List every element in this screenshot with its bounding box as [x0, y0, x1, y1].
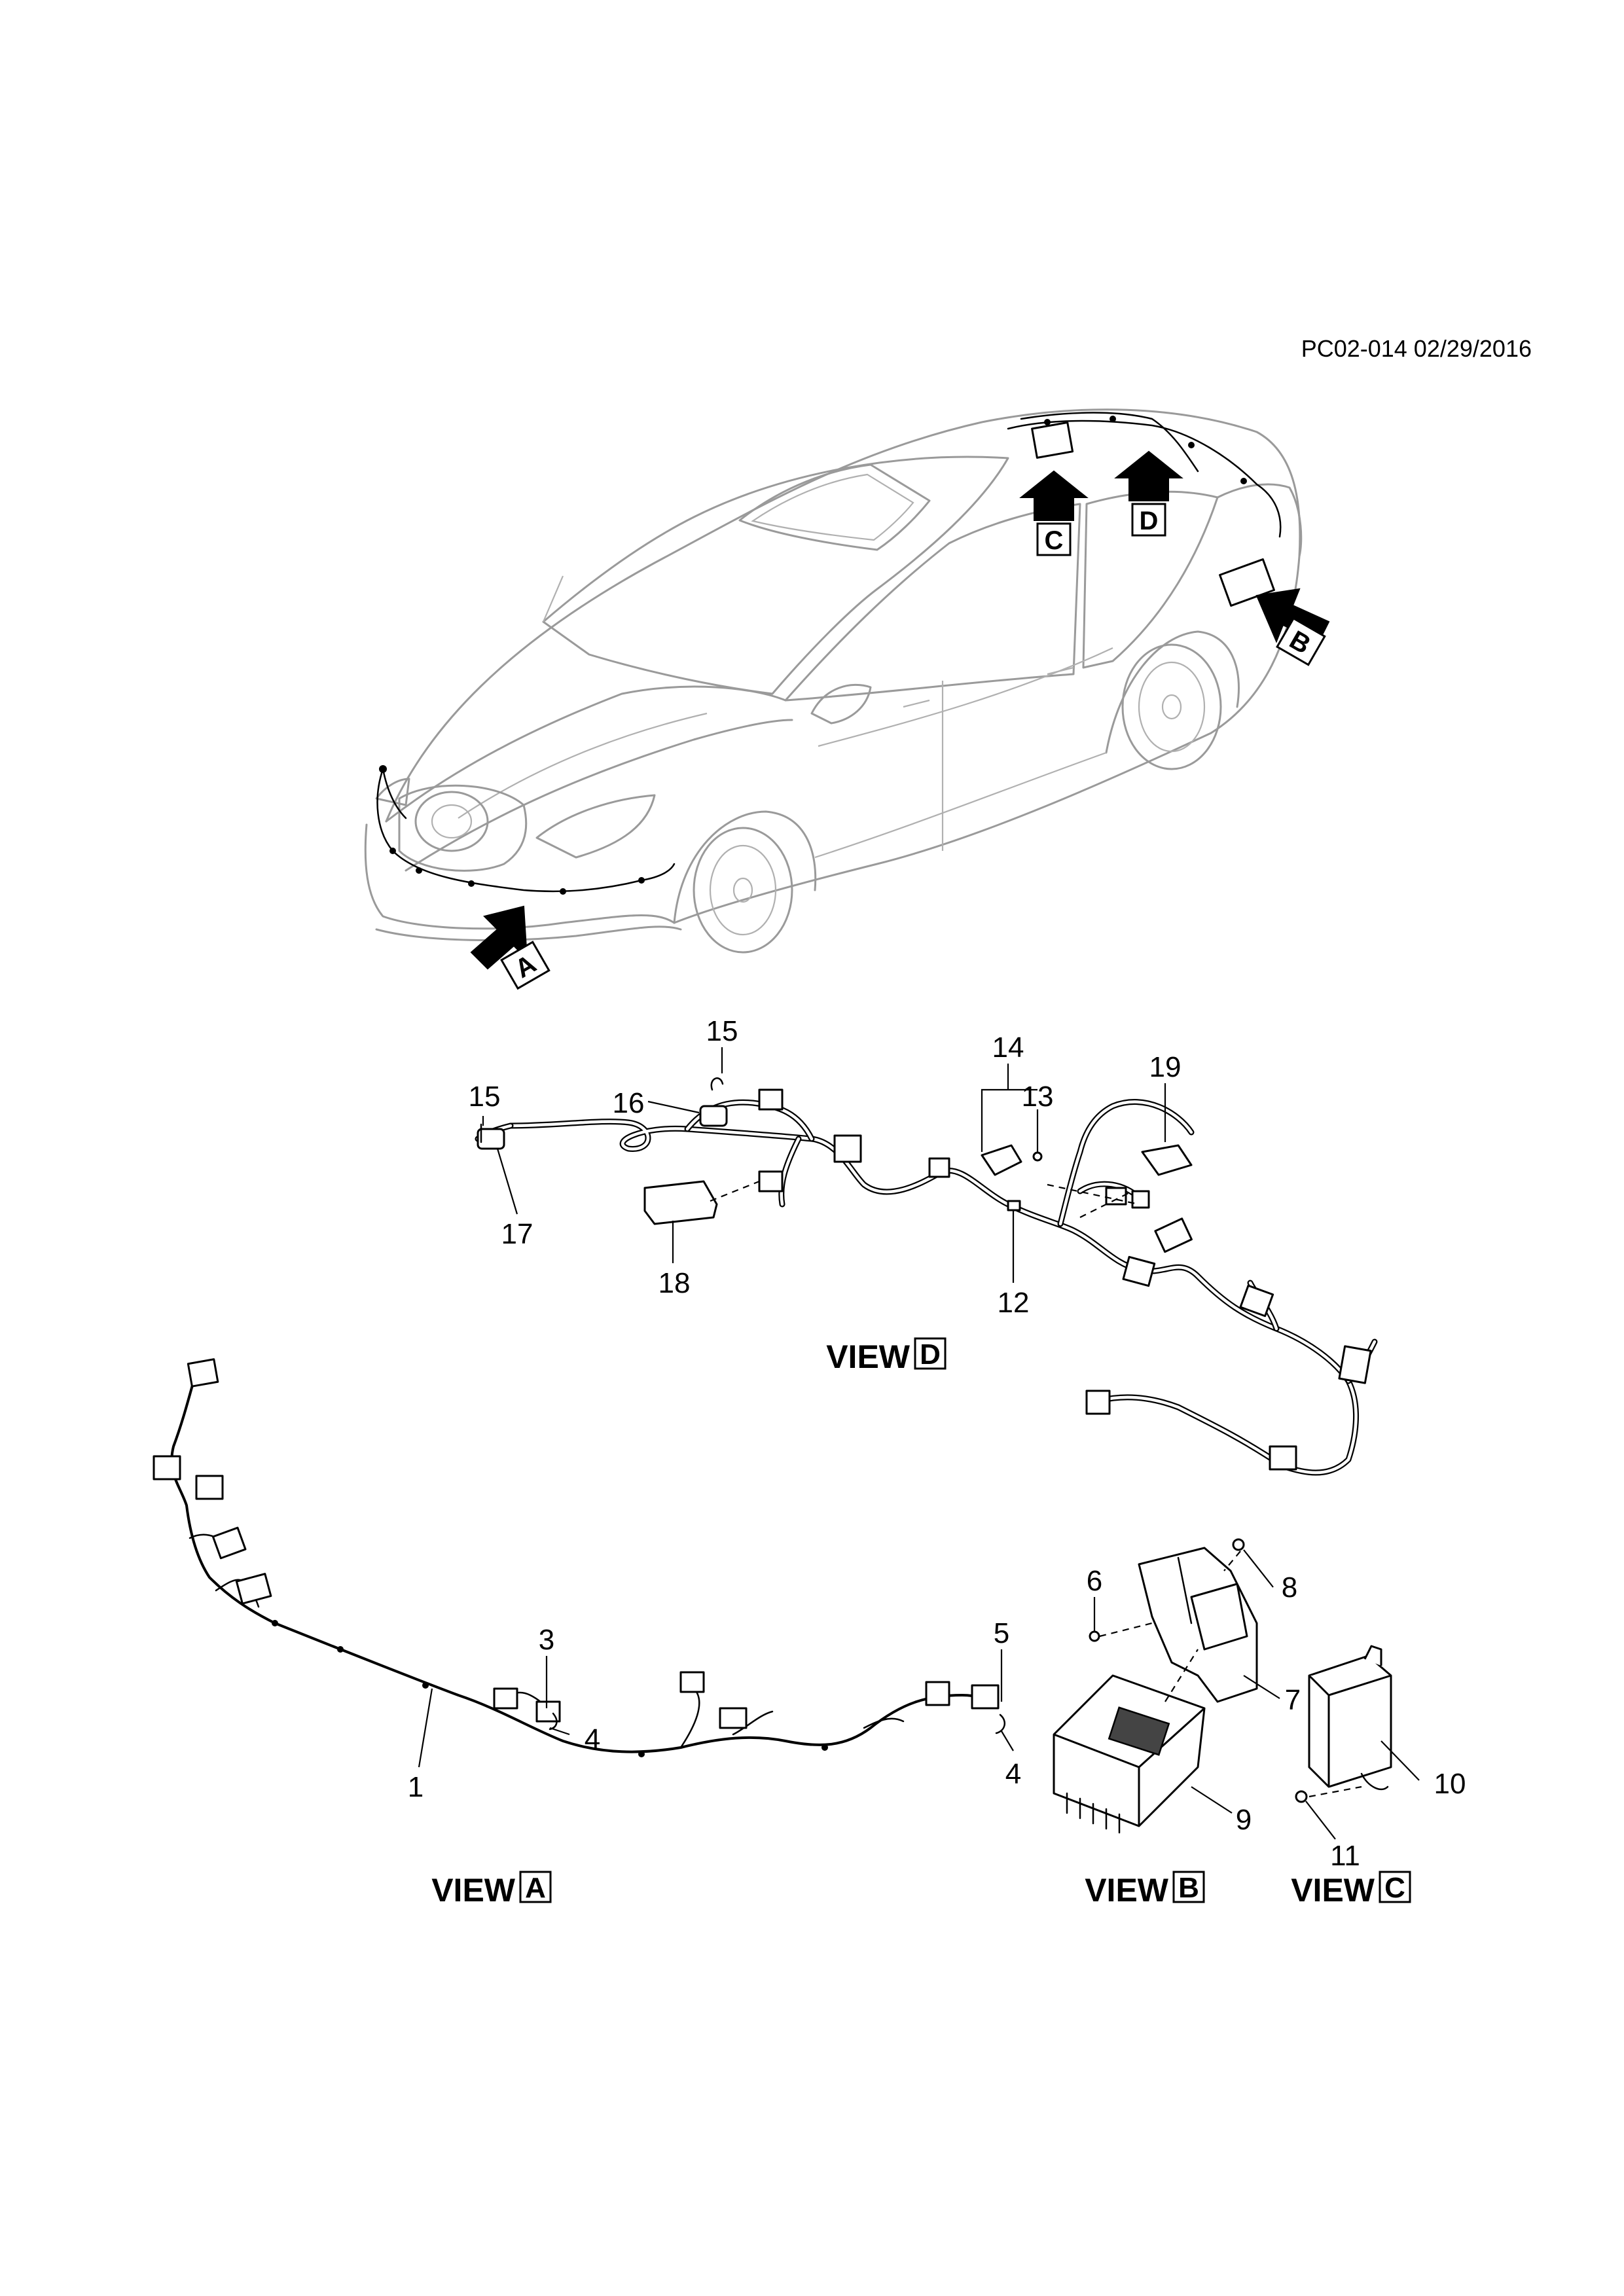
- callout-7: 7: [1285, 1684, 1301, 1716]
- callout-15: 15: [469, 1081, 501, 1113]
- view-label-b: VIEW B: [1085, 1871, 1205, 1909]
- view-label-a-word: VIEW: [431, 1872, 516, 1909]
- arrow-letter-c: C: [1045, 526, 1064, 555]
- callout-15: 15: [706, 1015, 738, 1047]
- callout-6: 6: [1087, 1565, 1102, 1597]
- diagram-code: PC02-014 02/29/2016: [1301, 335, 1532, 362]
- arrow-b: B: [1255, 588, 1330, 666]
- callout-11: 11: [1330, 1840, 1360, 1872]
- view-label-d-word: VIEW: [826, 1338, 911, 1375]
- callout-1: 1: [408, 1771, 424, 1803]
- callout-4: 4: [1005, 1758, 1021, 1790]
- callout-3: 3: [539, 1624, 554, 1656]
- callout-4: 4: [585, 1723, 600, 1755]
- callout-13: 13: [1022, 1081, 1054, 1113]
- arrow-letter-d: D: [1140, 507, 1159, 535]
- arrow-c: C: [1019, 470, 1089, 556]
- view-label-a: VIEW A: [431, 1871, 552, 1909]
- view-label-b-letter: B: [1178, 1872, 1199, 1904]
- callout-19: 19: [1149, 1051, 1182, 1083]
- arrow-d: D: [1114, 450, 1183, 537]
- arrow-a: A: [470, 905, 550, 990]
- view-label-c-letter: C: [1384, 1872, 1405, 1904]
- view-label-c-word: VIEW: [1291, 1872, 1375, 1909]
- callout-12: 12: [998, 1287, 1030, 1319]
- callout-14: 14: [992, 1031, 1024, 1064]
- callout-8: 8: [1282, 1571, 1297, 1604]
- view-label-d: VIEW D: [826, 1337, 947, 1375]
- view-label-d-letter: D: [920, 1338, 941, 1371]
- view-label-a-letter: A: [525, 1872, 546, 1904]
- callout-18: 18: [659, 1267, 691, 1299]
- callout-5: 5: [994, 1617, 1009, 1649]
- view-label-c: VIEW C: [1291, 1871, 1411, 1909]
- view-label-b-word: VIEW: [1085, 1872, 1169, 1909]
- view-a-harness: [153, 1358, 1006, 1757]
- view-b-module: [1053, 1538, 1258, 1834]
- view-d-harness: [475, 1077, 1378, 1476]
- callout-10: 10: [1434, 1768, 1466, 1800]
- callout-17: 17: [501, 1218, 533, 1250]
- view-c-module: [1295, 1645, 1392, 1803]
- leader-lines: [418, 1047, 1420, 1840]
- callouts: 15 16 15 17 18 12 14 13 19 3 4 1 5 4 6 8…: [408, 1015, 1466, 1872]
- callout-9: 9: [1236, 1804, 1252, 1836]
- callout-16: 16: [613, 1087, 645, 1119]
